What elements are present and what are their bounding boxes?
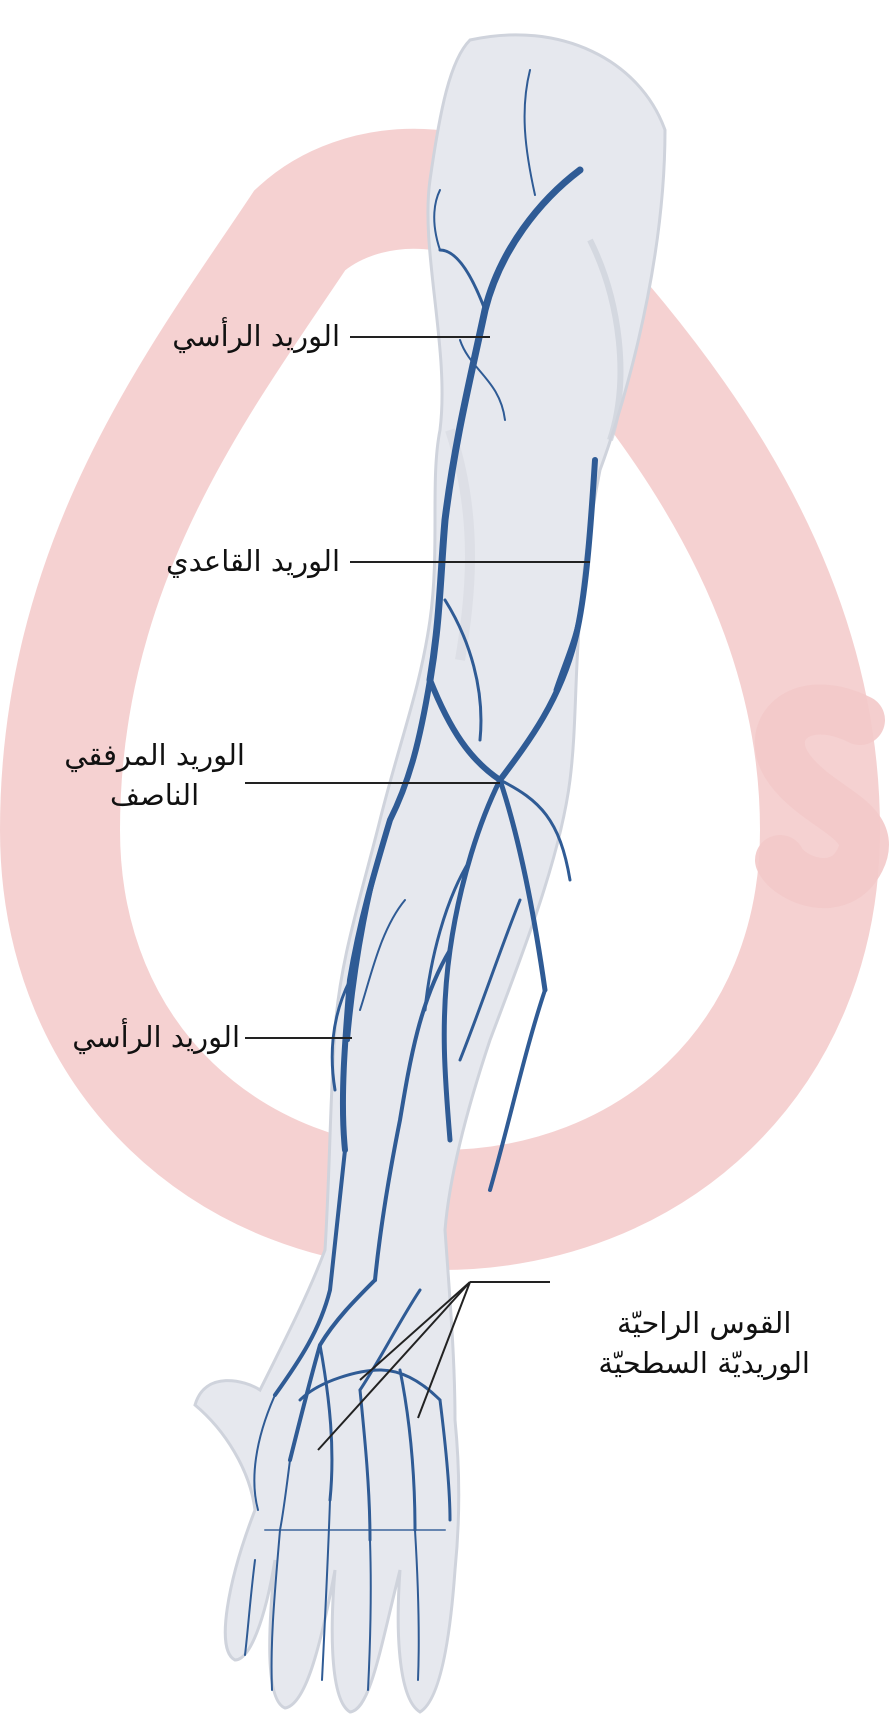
- label-superficial-palmar-venous-arch: القوس الراحيّة الوريديّة السطحيّة: [598, 1303, 810, 1383]
- label-palmar-arch-line1: القوس الراحيّة: [598, 1303, 810, 1343]
- label-median-cubital-line1: الوريد المرفقي: [64, 735, 245, 775]
- label-median-cubital-vein: الوريد المرفقي الناصف: [64, 735, 245, 815]
- label-basilic-vein-text: الوريد القاعدي: [166, 541, 340, 581]
- label-cephalic-vein-forearm-text: الوريد الرأسي: [72, 1017, 240, 1057]
- label-cephalic-vein-upper-text: الوريد الرأسي: [172, 316, 340, 356]
- label-cephalic-vein-forearm: الوريد الرأسي: [72, 1017, 240, 1057]
- label-palmar-arch-line2: الوريديّة السطحيّة: [598, 1343, 810, 1383]
- label-cephalic-vein-upper: الوريد الرأسي: [172, 316, 340, 356]
- label-median-cubital-line2: الناصف: [64, 775, 245, 815]
- label-basilic-vein: الوريد القاعدي: [166, 541, 340, 581]
